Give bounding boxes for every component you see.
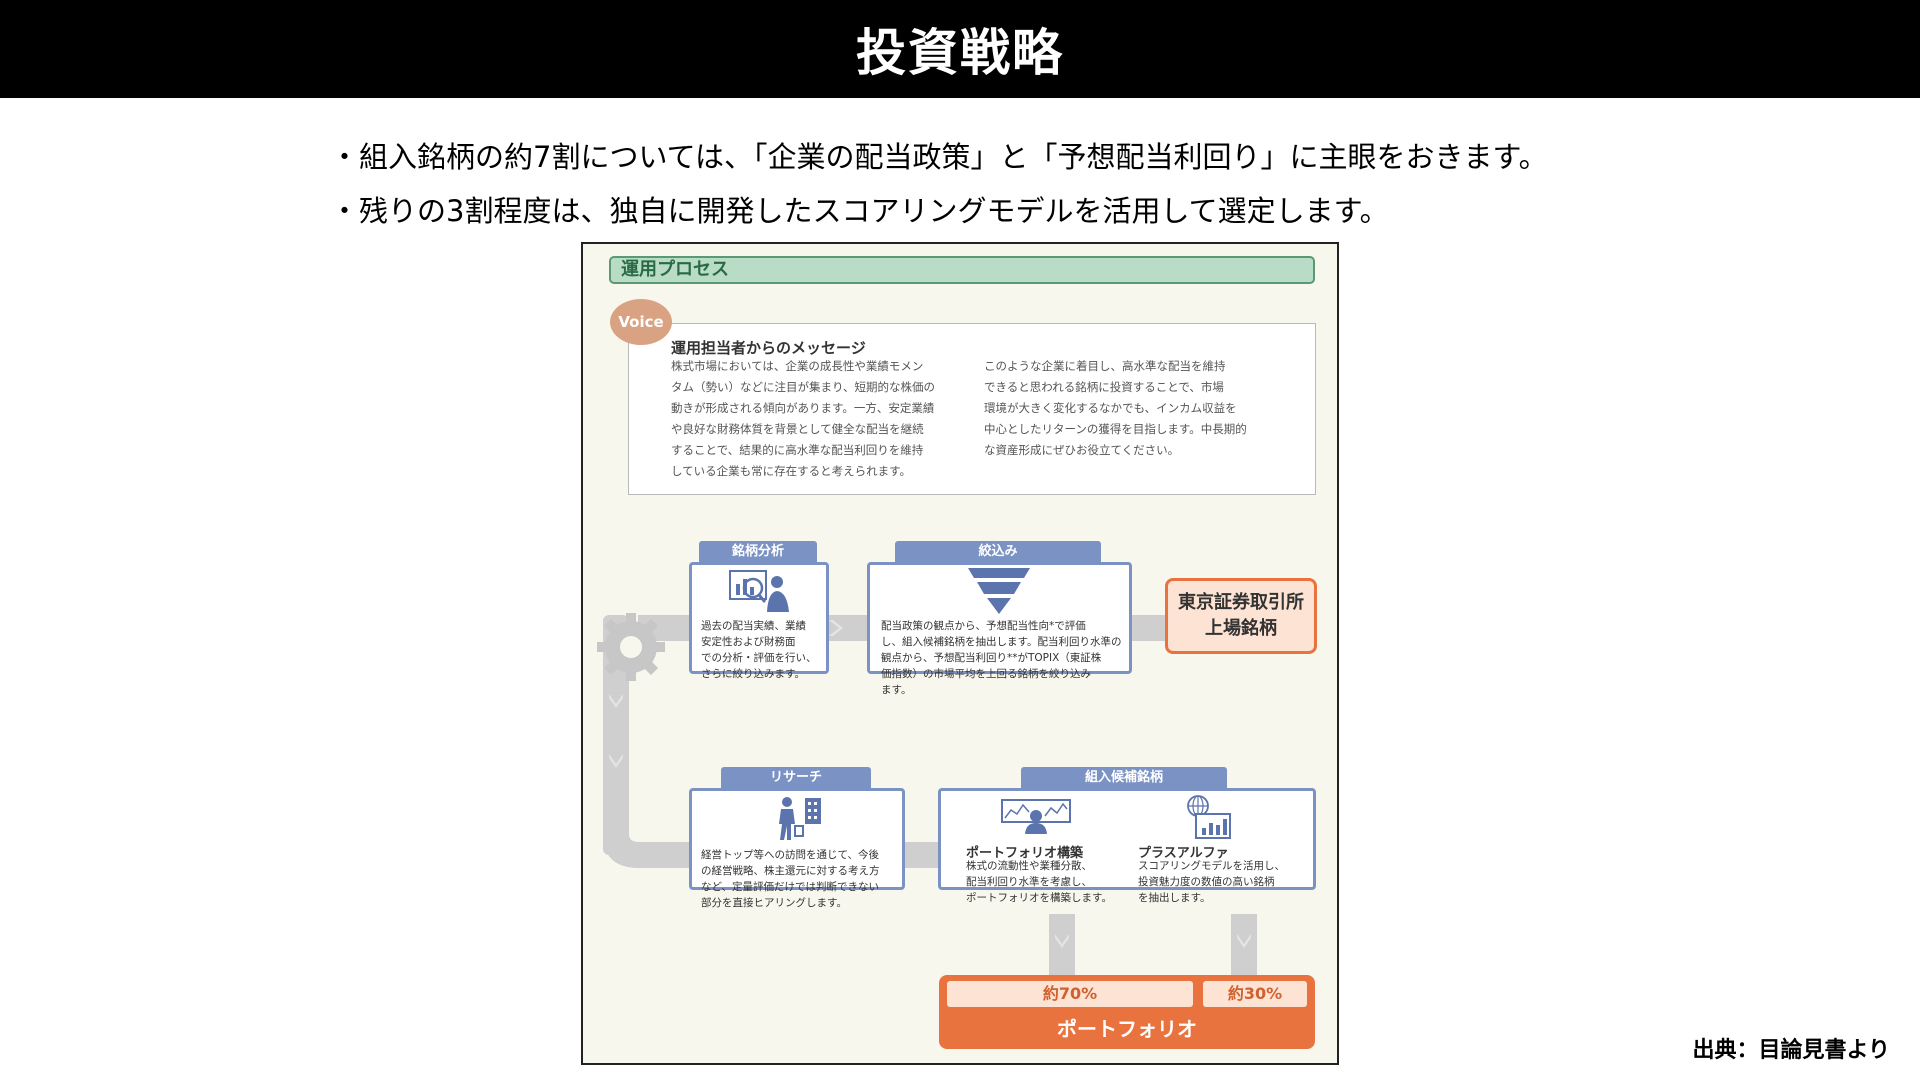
step-narrowing-box [867,562,1132,674]
text-line: 配当利回り水準を考慮し、 [966,876,1092,888]
plus-alpha-icon [1187,795,1231,839]
text-line: を抽出します。 [1138,892,1211,904]
text-line: ポートフォリオを構築します。 [966,892,1112,904]
text-line: さらに絞り込みます。 [701,668,805,680]
portfolio-label: ポートフォリオ [1057,1017,1197,1041]
portfolio-box: 約70% 約30% ポートフォリオ [939,975,1315,1049]
text-line: 観点から、予想配当利回り**がTOPIX（東証株 [881,652,1102,664]
text-line: 安定性および財務面 [701,636,796,648]
step-research-box [689,788,905,890]
plus-alpha-title: プラスアルファ [1138,846,1229,861]
tab-candidates: 組入候補銘柄 [1021,767,1227,789]
tab-research: リサーチ [721,767,871,789]
message-column-right: このような企業に着目し、高水準な配当を維持 できると思われる銘柄に投資することで… [984,356,1247,461]
message-line: 株式市場においては、企業の成長性や業績モメン [671,359,924,373]
tse-listed-box: 東京証券取引所 上場銘柄 [1165,578,1317,654]
text-line: 過去の配当実績、業績 [701,620,806,632]
tse-line: 上場銘柄 [1205,618,1277,639]
text-line: 経営トップ等への訪問を通じて、今後 [701,849,879,861]
message-column-left: 株式市場においては、企業の成長性や業績モメン タム（勢い）などに注目が集まり、短… [671,356,935,482]
text-line: 投資魅力度の数値の高い銘柄 [1138,876,1275,888]
text-line: ます。 [881,684,912,696]
text-line: 価指数）の市場平均を上回る銘柄を絞り込み [881,668,1091,680]
message-line: 中心としたリターンの獲得を目指します。中長期的 [984,422,1247,436]
analysis-icon [729,570,789,612]
text-line: 配当政策の観点から、予想配当性向*で評価 [881,620,1086,632]
text-line: スコアリングモデルを活用し、 [1138,860,1285,872]
portfolio-build-text: 株式の流動性や業種分散、 配当利回り水準を考慮し、 ポートフォリオを構築します。 [966,858,1112,906]
header-bar: 投資戦略 [0,0,1920,98]
text-line: の経営戦略、株主還元に対する考え方 [701,865,880,877]
text-line: での分析・評価を行い、 [701,652,817,664]
message-line: このような企業に着目し、高水準な配当を維持 [984,359,1226,373]
portfolio-build-title: ポートフォリオ構築 [966,846,1084,861]
text-line: 株式の流動性や業種分散、 [966,860,1092,872]
pct-30-badge: 約30% [1203,981,1307,1007]
message-line: タム（勢い）などに注目が集まり、短期的な株価の [671,380,936,394]
tab-stock-analysis: 銘柄分析 [699,541,817,563]
bullet-list: ・組入銘柄の約7割については、「企業の配当政策」と「予想配当利回り」に主眼をおき… [330,130,1548,238]
message-line: や良好な財務体質を背景として健全な配当を継続 [671,422,924,436]
text-line: し、組入候補銘柄を抽出します。配当利回り水準の [881,636,1122,648]
message-line: できると思われる銘柄に投資することで、市場 [984,380,1224,394]
tse-line: 東京証券取引所 [1178,592,1304,613]
funnel-icon [968,568,1030,614]
bullet-item: ・残りの3割程度は、独自に開発したスコアリングモデルを活用して選定します。 [330,194,1389,228]
message-line: 動きが形成される傾向があります。一方、安定業績 [671,401,935,415]
text-line: など、定量評価だけでは判断できない [701,881,879,893]
portfolio-build-icon [1001,799,1071,834]
analysis-text: 過去の配当実績、業績 安定性および財務面 での分析・評価を行い、 さらに絞り込み… [701,618,817,682]
voice-bubble: Voice [610,299,672,345]
source-note: 出典：目論見書より [1692,1038,1890,1063]
plus-alpha-text: スコアリングモデルを活用し、 投資魅力度の数値の高い銘柄 を抽出します。 [1138,858,1285,906]
message-line: することで、結果的に高水準な配当利回りを維持 [671,443,924,457]
visit-person-icon [779,797,821,840]
message-line: している企業も常に存在すると考えられます。 [671,464,912,478]
section-label: 運用プロセス [609,256,1315,284]
text-line: 部分を直接ヒアリングします。 [701,897,847,909]
message-box [628,323,1316,495]
process-figure: 運用プロセス Voice 運用担当者からのメッセージ 株式市場においては、企業の… [581,242,1339,1065]
tab-narrowing: 絞込み [895,541,1101,563]
narrowing-text: 配当政策の観点から、予想配当性向*で評価 し、組入候補銘柄を抽出します。配当利回… [881,618,1121,698]
gear-icon [597,613,665,681]
message-line: 環境が大きく変化するなかでも、インカム収益を [984,401,1237,415]
bullet-item: ・組入銘柄の約7割については、「企業の配当政策」と「予想配当利回り」に主眼をおき… [330,140,1548,174]
pct-70-badge: 約70% [947,981,1193,1007]
page-title: 投資戦略 [856,24,1064,82]
research-text: 経営トップ等への訪問を通じて、今後 の経営戦略、株主還元に対する考え方 など、定… [701,847,880,911]
step-analysis-box [689,562,829,674]
message-title: 運用担当者からのメッセージ [671,339,866,357]
message-line: な資産形成にぜひお役立てください。 [984,443,1180,457]
